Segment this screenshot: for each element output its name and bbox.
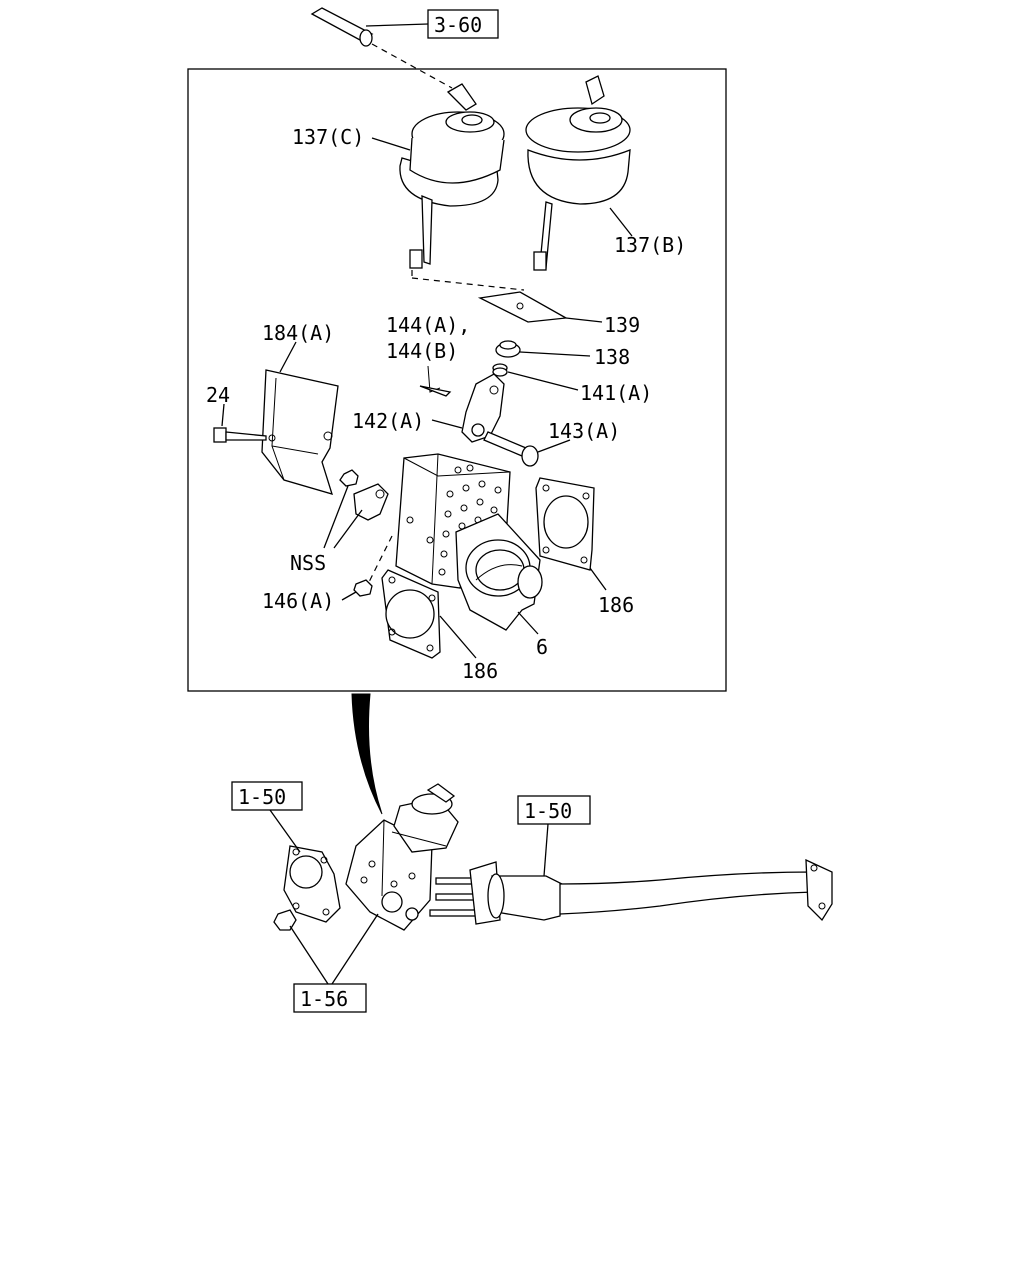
- label-nut[interactable]: 146(A): [262, 589, 334, 613]
- ref-box-left[interactable]: [231, 781, 303, 811]
- ref-label-left[interactable]: 1-50: [238, 785, 286, 809]
- label-actuator-b[interactable]: 137(B): [614, 233, 686, 257]
- label-nss[interactable]: NSS: [290, 551, 326, 575]
- actuator-c-drawing: [399, 83, 505, 269]
- vacuum-hose-drawing: [310, 7, 453, 89]
- label-plate[interactable]: 139: [604, 313, 640, 337]
- label-heat-shield[interactable]: 184(A): [262, 321, 334, 345]
- label-gasket-right[interactable]: 186: [598, 593, 634, 617]
- bushing-138-drawing: [495, 340, 521, 358]
- label-valve-body[interactable]: 6: [536, 635, 548, 659]
- label-lever[interactable]: 142(A): [352, 409, 424, 433]
- label-spring[interactable]: 141(A): [580, 381, 652, 405]
- gasket-right-drawing: [535, 477, 595, 571]
- detail-frame: [187, 68, 727, 692]
- label-pin-a-line1[interactable]: 144(A),: [386, 313, 470, 337]
- spring-141-drawing: [492, 363, 508, 377]
- label-actuator-c[interactable]: 137(C): [292, 125, 364, 149]
- pin-143-drawing: [483, 431, 539, 467]
- label-pin-143[interactable]: 143(A): [548, 419, 620, 443]
- bolt-24-drawing: [213, 427, 267, 443]
- label-pin-a-line2[interactable]: 144(B): [386, 339, 458, 363]
- ref-box-bottom[interactable]: [293, 983, 367, 1013]
- ref-label-bottom[interactable]: 1-56: [300, 987, 348, 1011]
- label-gasket-left[interactable]: 186: [462, 659, 498, 683]
- nut-146-drawing: [353, 579, 373, 597]
- valve-body-6-drawing: [395, 453, 543, 631]
- ref-label-right[interactable]: 1-50: [524, 799, 572, 823]
- callout-arrow: [351, 693, 383, 815]
- gasket-left-drawing: [381, 569, 441, 659]
- ref-box-right[interactable]: [517, 795, 591, 825]
- heat-shield-184-drawing: [261, 369, 339, 495]
- cotter-pin-drawing: [419, 385, 452, 397]
- exhaust-assembly-drawing: [273, 783, 833, 931]
- label-bushing[interactable]: 138: [594, 345, 630, 369]
- nss-parts-drawing: [339, 469, 389, 521]
- label-bolt[interactable]: 24: [206, 383, 230, 407]
- lever-142-drawing: [461, 373, 505, 443]
- ref-label-top[interactable]: 3-60: [434, 13, 482, 37]
- actuator-b-drawing: [525, 75, 631, 271]
